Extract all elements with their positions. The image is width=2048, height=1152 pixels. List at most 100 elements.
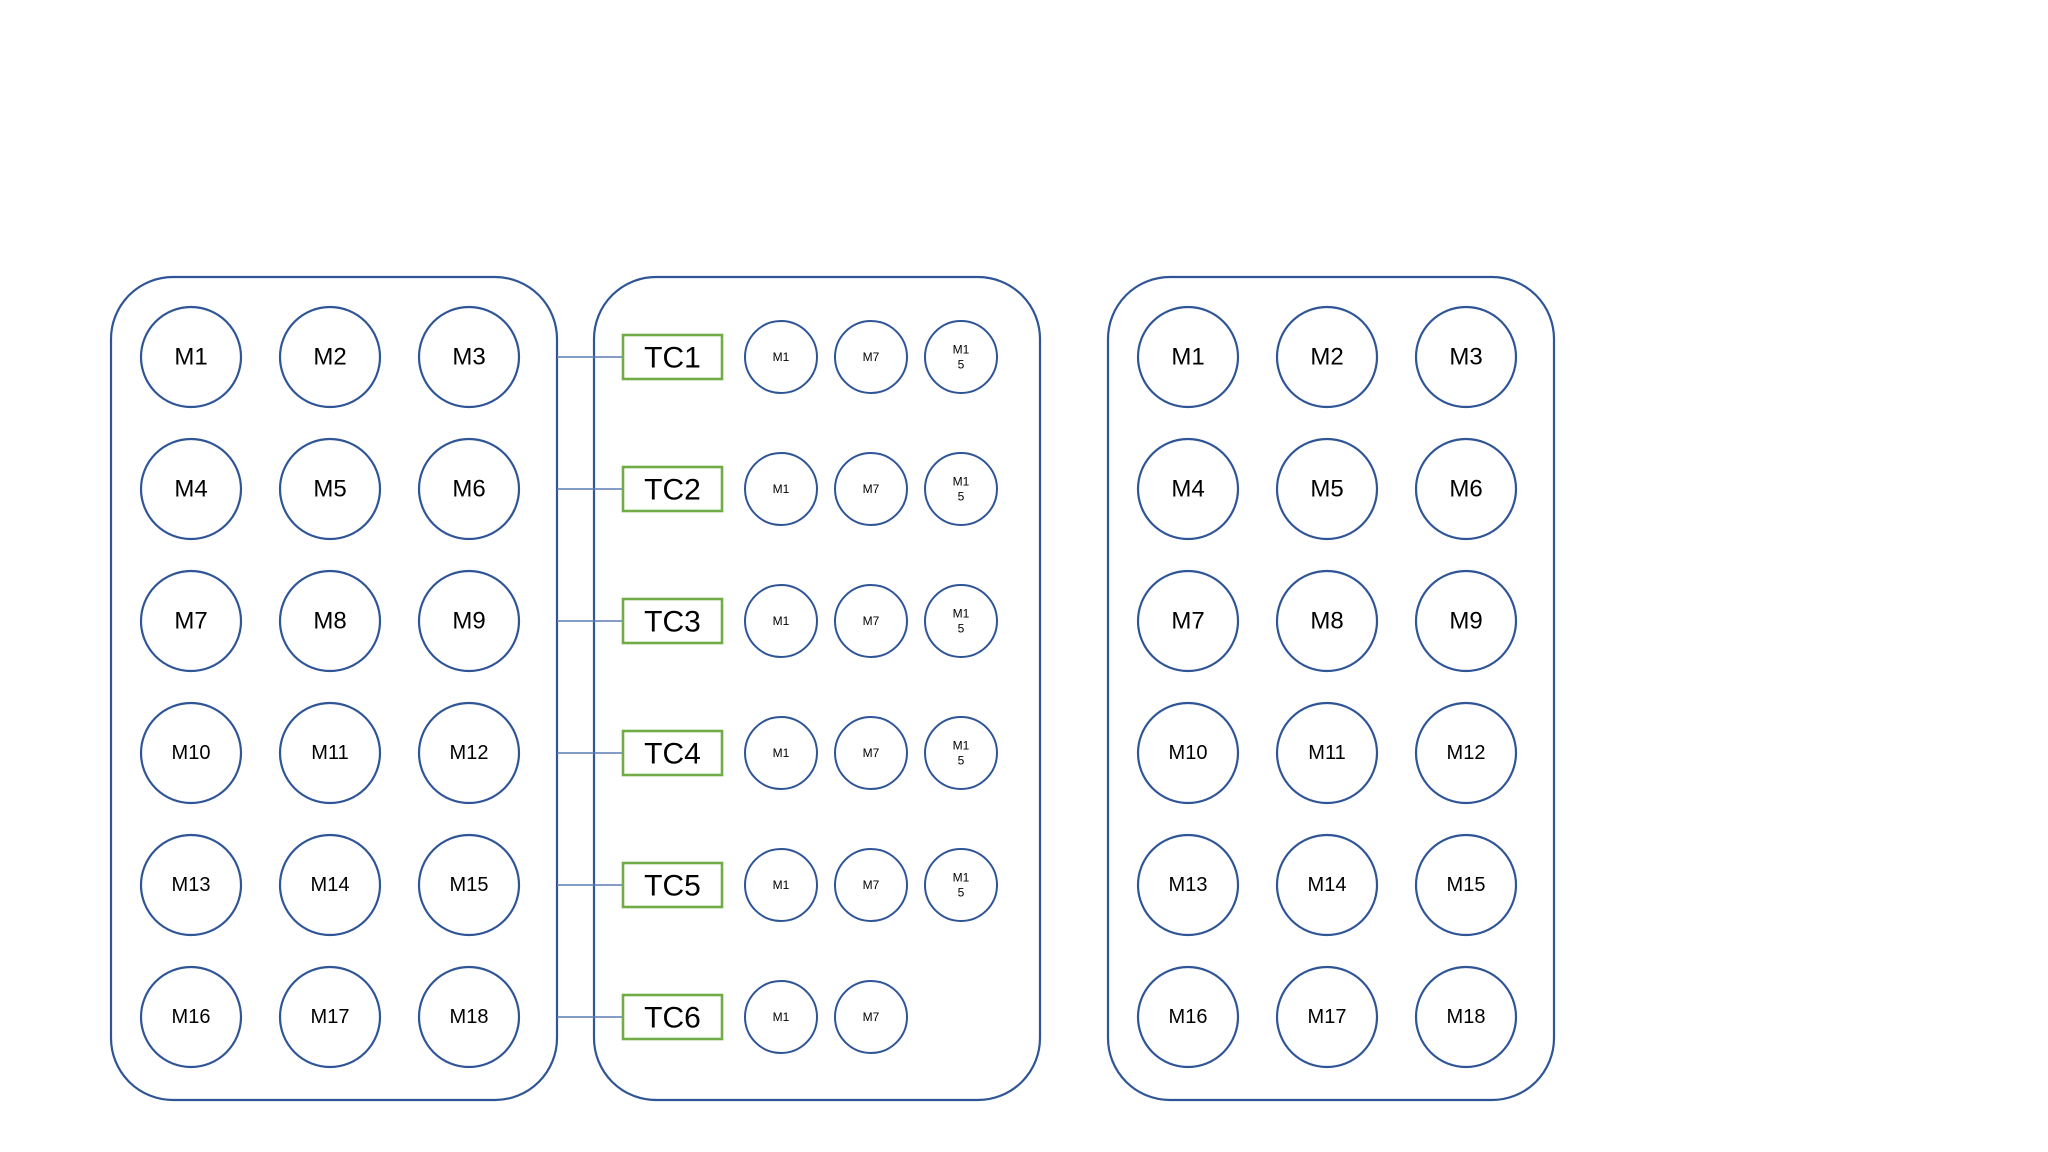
left-module-m1-label: M1 [174,344,207,371]
test-case-box-tc4 [621,729,724,777]
left-panel-frame [109,275,559,1102]
right-module-m12-label: M12 [1447,742,1486,764]
tc-module-circle [834,980,908,1054]
tc-module-circle [744,980,818,1054]
left-module-m10-circle [139,701,243,805]
left-module-m13-label: M13 [172,874,211,896]
right-module-m4-circle [1136,437,1240,541]
right-module-m5-label: M5 [1310,476,1343,503]
test-case-label-tc2: TC2 [644,474,701,507]
right-module-m14-label: M14 [1308,874,1347,896]
left-module-m9-circle [417,569,521,673]
tc-module-label: M7 [863,878,880,892]
right-module-m1-circle [1136,305,1240,409]
right-module-m15-circle [1414,833,1518,937]
tc-module-label: M1 [773,482,790,496]
right-module-m7-circle [1136,569,1240,673]
tc-module-circle [744,320,818,394]
tc-module-circle [834,716,908,790]
right-module-m16-circle [1136,965,1240,1069]
right-module-m3-label: M3 [1449,344,1482,371]
left-module-m11-label: M11 [311,742,348,764]
right-module-m1-label: M1 [1171,344,1204,371]
tc-module-circle [744,716,818,790]
middle-panel-frame [592,275,1042,1102]
left-module-m8-label: M8 [313,608,346,635]
left-module-m2-circle [278,305,382,409]
left-module-m18-label: M18 [450,1006,489,1028]
tc-module-circle [924,320,998,394]
left-module-m6-circle [417,437,521,541]
left-module-m11-circle [278,701,382,805]
test-case-box-tc3 [621,597,724,645]
tc-module-label: M1 [773,350,790,364]
tc-module-label: M1 [773,878,790,892]
left-module-m6-label: M6 [452,476,485,503]
right-module-m2-label: M2 [1310,344,1343,371]
right-module-m10-circle [1136,701,1240,805]
tc-module-label: M1 [773,1010,790,1024]
right-module-m14-circle [1275,833,1379,937]
tc-module-label: M1 [773,614,790,628]
right-module-m3-circle [1414,305,1518,409]
test-case-label-tc1: TC1 [644,342,701,375]
right-module-m2-circle [1275,305,1379,409]
left-module-m13-circle [139,833,243,937]
left-module-m15-label: M15 [450,874,489,896]
left-module-m1-circle [139,305,243,409]
connector-lines [557,356,623,1018]
left-module-m5-label: M5 [313,476,346,503]
right-module-m6-label: M6 [1449,476,1482,503]
right-module-m8-label: M8 [1310,608,1343,635]
right-module-m10-label: M10 [1169,742,1208,764]
left-module-m16-circle [139,965,243,1069]
tc-module-label: M7 [863,614,880,628]
right-module-m13-circle [1136,833,1240,937]
left-module-m3-circle [417,305,521,409]
right-module-m13-label: M13 [1169,874,1208,896]
tc-module-circle [924,452,998,526]
test-case-box-tc5 [621,861,724,909]
right-module-m12-circle [1414,701,1518,805]
left-module-m2-label: M2 [313,344,346,371]
test-case-label-tc6: TC6 [644,1002,701,1035]
tc-module-circle [744,848,818,922]
left-module-m16-label: M16 [172,1006,211,1028]
right-module-m17-label: M17 [1308,1006,1347,1028]
tc-module-label: M7 [863,746,880,760]
right-module-m8-circle [1275,569,1379,673]
left-module-m4-circle [139,437,243,541]
test-case-box-tc2 [621,465,724,513]
left-module-m17-label: M17 [311,1006,350,1028]
left-module-m14-label: M14 [311,874,350,896]
tc-module-circle [834,584,908,658]
tc-module-circle [924,848,998,922]
right-module-m5-circle [1275,437,1379,541]
test-case-box-tc1 [621,333,724,381]
test-case-label-tc4: TC4 [644,738,701,771]
tc-module-circle [834,320,908,394]
left-module-m9-label: M9 [452,608,485,635]
right-module-m18-label: M18 [1447,1006,1486,1028]
tc-module-circle [924,584,998,658]
left-module-m3-label: M3 [452,344,485,371]
left-module-m7-circle [139,569,243,673]
test-case-box-tc6 [621,993,724,1041]
left-module-m12-label: M12 [450,742,489,764]
tc-module-circle [744,452,818,526]
left-module-m17-circle [278,965,382,1069]
left-module-m10-label: M10 [172,742,211,764]
left-module-m4-label: M4 [174,476,207,503]
tc-module-label: M1 [773,746,790,760]
left-module-m14-circle [278,833,382,937]
right-module-m16-label: M16 [1169,1006,1208,1028]
tc-module-circle [744,584,818,658]
left-module-m18-circle [417,965,521,1069]
